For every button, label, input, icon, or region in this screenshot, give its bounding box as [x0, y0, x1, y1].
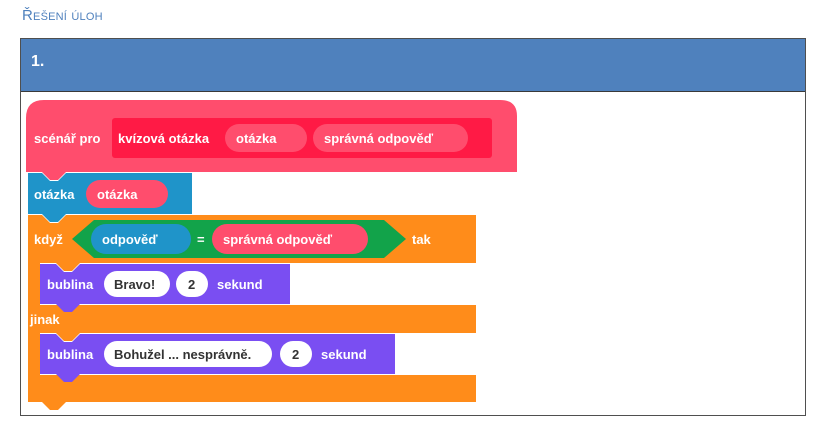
ask-argument: otázka: [97, 187, 138, 202]
say1-text-input[interactable]: [104, 271, 170, 297]
answer-reporter-label: odpověď: [102, 232, 158, 247]
define-label: scénář pro: [34, 131, 101, 146]
say2-label: bublina: [47, 347, 94, 362]
say-block-wrong[interactable]: bublina Bohužel ... nesprávně. 2 sekund: [40, 334, 395, 382]
equals-operator[interactable]: odpověď = správná odpověď: [72, 220, 406, 258]
param-answer-pill[interactable]: [313, 124, 468, 152]
define-block[interactable]: scénář pro kvízová otázka otázka správná…: [26, 100, 517, 180]
say1-seconds-input[interactable]: [176, 271, 208, 297]
say1-unit: sekund: [217, 277, 263, 292]
say1-label: bublina: [47, 277, 94, 292]
say1-text: Bravo!: [114, 277, 155, 292]
correct-answer-label: správná odpověď: [223, 232, 333, 247]
say2-seconds: 2: [292, 347, 299, 362]
say2-text: Bohužel ... nesprávně.: [114, 347, 251, 362]
section-heading: Řešení úloh: [22, 7, 103, 24]
say1-seconds: 2: [188, 277, 195, 292]
say2-seconds-input[interactable]: [280, 341, 312, 367]
task-header: 1.: [21, 39, 805, 92]
define-name: kvízová otázka: [118, 131, 210, 146]
if-else-block[interactable]: když tak jinak odpověď = správná odpověď: [28, 215, 476, 410]
correct-answer-reporter[interactable]: [212, 224, 368, 254]
else-label: jinak: [29, 312, 60, 327]
say-block-bravo[interactable]: bublina Bravo! 2 sekund: [40, 264, 290, 312]
say2-unit: sekund: [321, 347, 367, 362]
if-then-label: tak: [412, 232, 432, 247]
task-number: 1.: [31, 53, 45, 70]
say2-text-input[interactable]: [104, 341, 272, 367]
ask-argument-pill[interactable]: [86, 180, 168, 208]
ask-block[interactable]: otázka otázka: [28, 173, 192, 222]
equals-sign: =: [197, 232, 205, 247]
param-question: otázka: [236, 131, 277, 146]
param-question-pill[interactable]: [225, 124, 307, 152]
ask-label: otázka: [34, 187, 75, 202]
param-answer: správná odpověď: [324, 131, 434, 146]
answer-reporter[interactable]: [91, 224, 191, 254]
if-label: když: [34, 232, 63, 247]
